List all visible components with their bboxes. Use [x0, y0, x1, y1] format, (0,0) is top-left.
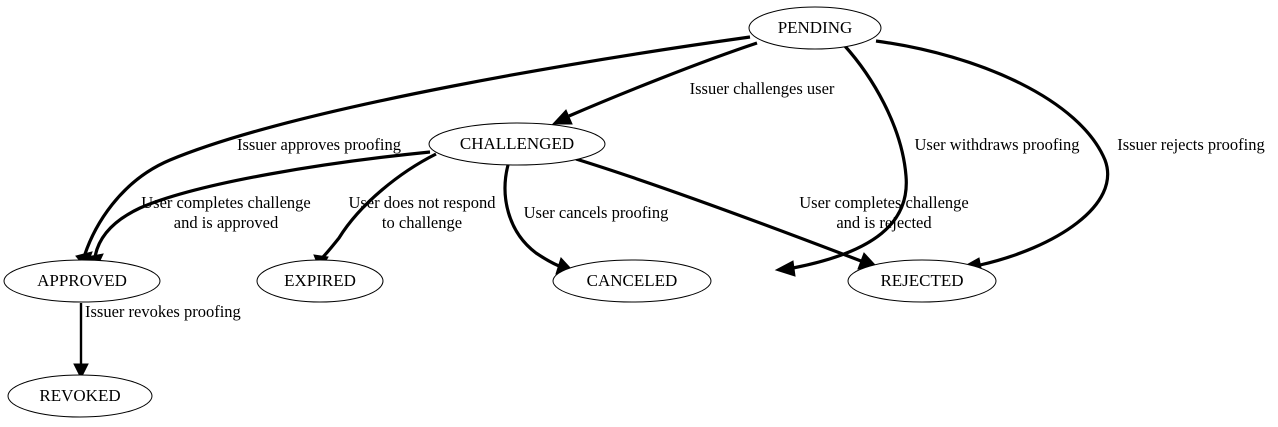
edge-path-pending-approved: [82, 35, 751, 258]
edge-pending-challenged: [551, 41, 758, 125]
node-label-rejected: REJECTED: [880, 271, 963, 290]
node-challenged[interactable]: CHALLENGED: [428, 122, 606, 166]
edge-approved-revoked: [73, 303, 89, 380]
edge-path-challenged-rejected: [575, 157, 862, 263]
edge-label-challenged-expired-line1: User does not respond: [348, 193, 496, 212]
node-rejected[interactable]: REJECTED: [847, 259, 997, 303]
node-revoked[interactable]: REVOKED: [7, 374, 153, 418]
node-ellipse-rejected: [847, 259, 997, 303]
edge-label-challenged-rejected: User completes challenge and is rejected: [799, 193, 969, 232]
node-canceled[interactable]: CANCELED: [552, 259, 712, 303]
edge-path-pending-rejected: [875, 39, 1110, 267]
node-label-pending: PENDING: [778, 18, 853, 37]
node-ellipse-approved: [3, 259, 161, 303]
edge-label-challenged-canceled: User cancels proofing: [524, 203, 669, 222]
node-label-revoked: REVOKED: [39, 386, 120, 405]
edge-label-challenged-approved: User completes challenge and is approved: [141, 193, 311, 232]
edge-label-pending-rejected: Issuer rejects proofing: [1117, 135, 1265, 154]
edge-label-pending-approved: Issuer approves proofing: [237, 135, 401, 154]
edge-label-challenged-rejected-line2: and is rejected: [836, 213, 932, 232]
node-approved[interactable]: APPROVED: [3, 259, 161, 303]
node-label-canceled: CANCELED: [587, 271, 678, 290]
edge-label-challenged-expired: User does not respond to challenge: [348, 193, 496, 232]
node-ellipse-challenged: [428, 122, 606, 166]
edge-label-challenged-approved-line1: User completes challenge: [141, 193, 311, 212]
node-ellipse-canceled: [552, 259, 712, 303]
node-label-approved: APPROVED: [37, 271, 127, 290]
edge-path-challenged-expired: [320, 152, 437, 260]
edge-path-pending-challenged: [568, 41, 758, 118]
edge-label-approved-revoked: Issuer revokes proofing: [85, 302, 241, 321]
node-label-expired: EXPIRED: [284, 271, 356, 290]
edge-arrowhead-approved-revoked: [73, 363, 89, 380]
node-label-challenged: CHALLENGED: [460, 134, 574, 153]
edge-challenged-expired: [313, 152, 437, 272]
edge-label-challenged-approved-line2: and is approved: [174, 213, 279, 232]
node-pending[interactable]: PENDING: [748, 6, 882, 50]
edge-arrowhead-pending-canceled: [774, 260, 796, 277]
node-ellipse-pending: [748, 6, 882, 50]
node-ellipse-expired: [256, 259, 384, 303]
edge-path-pending-canceled: [792, 43, 908, 270]
edge-path-challenged-approved: [93, 150, 431, 258]
edge-label-challenged-expired-line2: to challenge: [382, 213, 462, 232]
edge-label-pending-challenged: Issuer challenges user: [690, 79, 835, 98]
edge-pending-rejected: [875, 39, 1110, 274]
edge-label-challenged-rejected-line1: User completes challenge: [799, 193, 969, 212]
edge-path-challenged-canceled: [503, 164, 560, 268]
edge-label-pending-canceled: User withdraws proofing: [915, 135, 1080, 154]
edge-pending-canceled: [774, 43, 908, 277]
node-expired[interactable]: EXPIRED: [256, 259, 384, 303]
node-ellipse-revoked: [7, 374, 153, 418]
edge-challenged-rejected: [575, 157, 877, 270]
edge-arrowhead-pending-challenged: [551, 109, 573, 125]
